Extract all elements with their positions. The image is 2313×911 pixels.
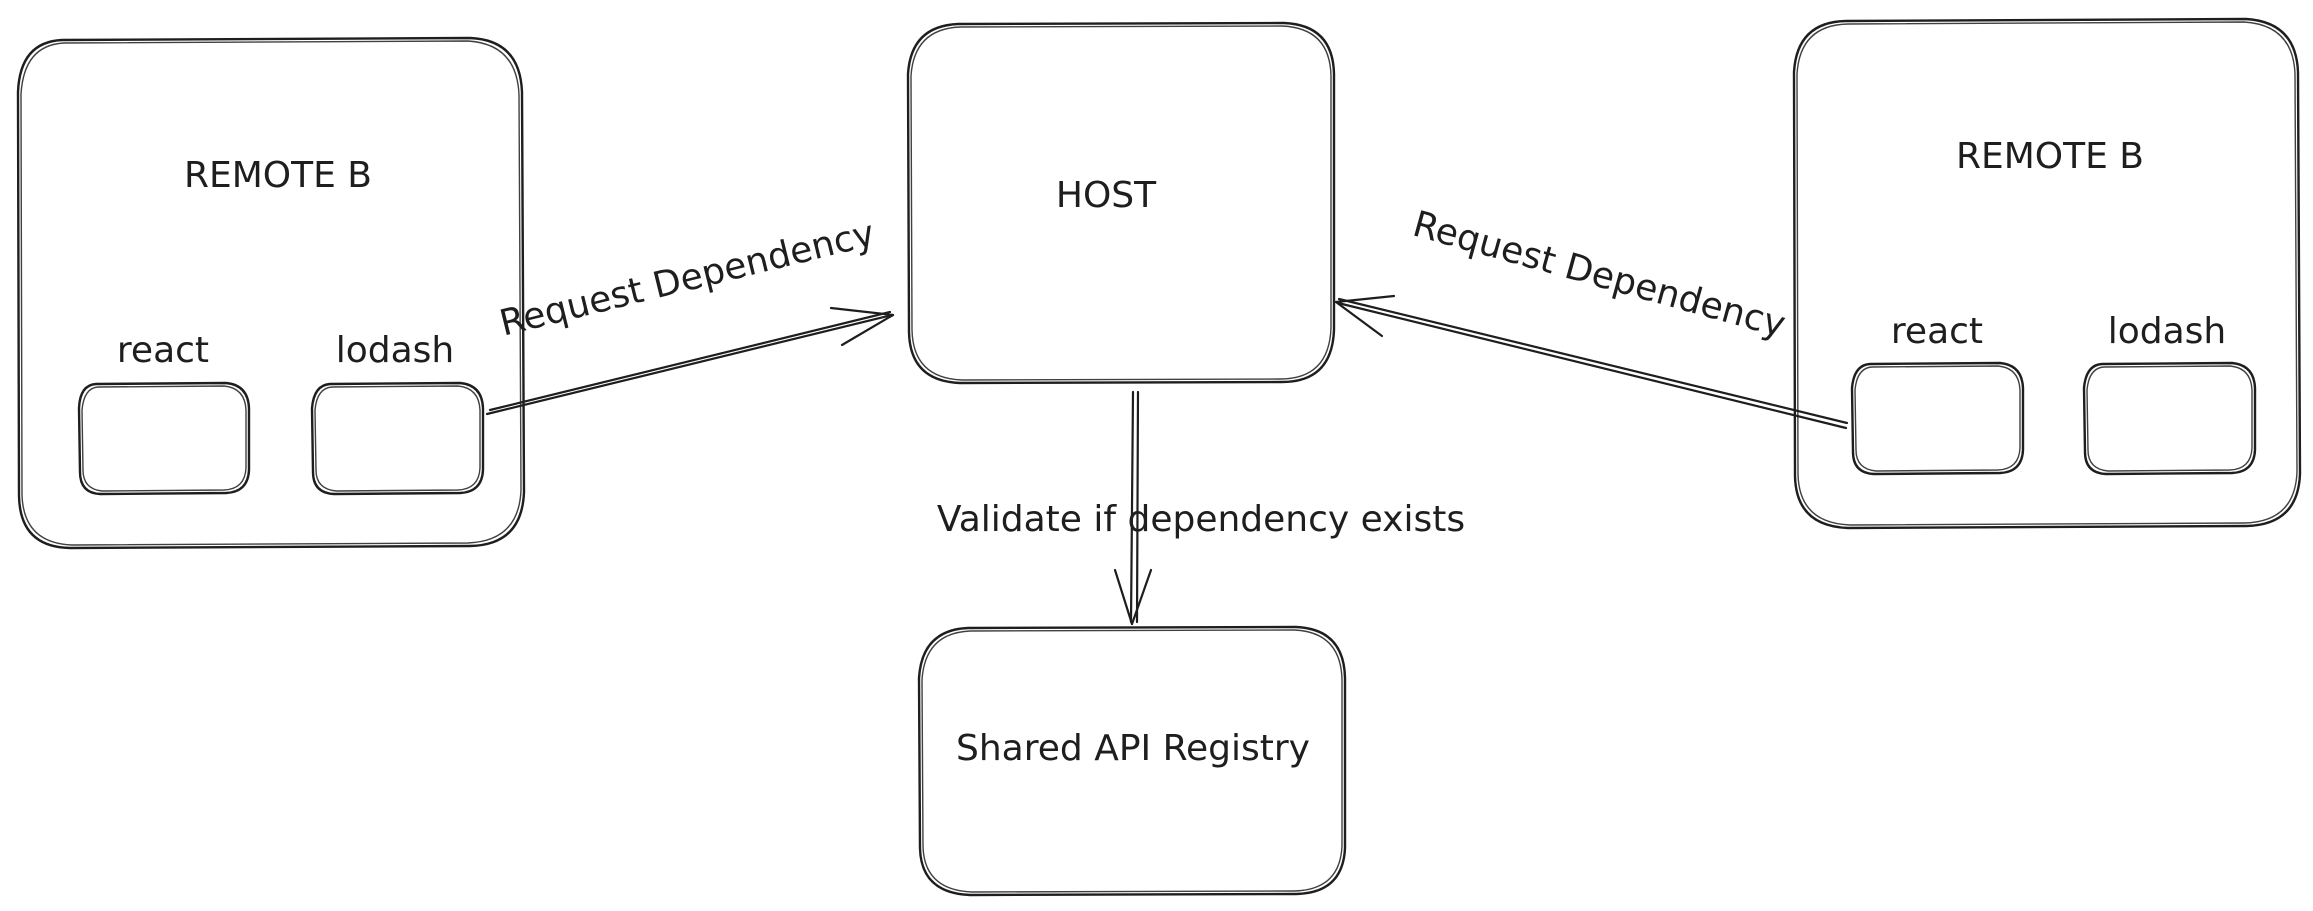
- remote-right-dep2-label: lodash: [2108, 311, 2227, 352]
- edge-right-to-host: Request Dependency: [1334, 204, 1849, 430]
- host-node[interactable]: HOST: [906, 21, 1336, 385]
- remote-right-title: REMOTE B: [1956, 136, 2144, 177]
- remote-right-node[interactable]: REMOTE B react lodash: [1792, 17, 2302, 530]
- remote-right-dep2-box[interactable]: [2082, 361, 2257, 476]
- remote-left-node[interactable]: REMOTE B react lodash: [16, 36, 526, 550]
- edge-left-to-host: Request Dependency: [485, 213, 895, 416]
- edge-host-to-registry: Validate if dependency exists: [937, 390, 1465, 626]
- remote-right-dep1-label: react: [1891, 311, 1983, 352]
- edge-bottom-label: Validate if dependency exists: [937, 499, 1465, 540]
- remote-left-dep1-label: react: [117, 330, 209, 371]
- registry-node[interactable]: Shared API Registry: [917, 625, 1347, 897]
- remote-left-dep1-box[interactable]: [77, 381, 251, 496]
- remote-left-title: REMOTE B: [184, 155, 372, 196]
- remote-right-dep1-box[interactable]: [1850, 361, 2025, 476]
- edge-left-label: Request Dependency: [496, 213, 879, 344]
- host-title: HOST: [1056, 175, 1157, 216]
- remote-left-dep2-box[interactable]: [310, 381, 485, 496]
- remote-left-dep2-label: lodash: [336, 330, 455, 371]
- registry-title: Shared API Registry: [956, 728, 1310, 769]
- edge-right-label: Request Dependency: [1408, 204, 1789, 346]
